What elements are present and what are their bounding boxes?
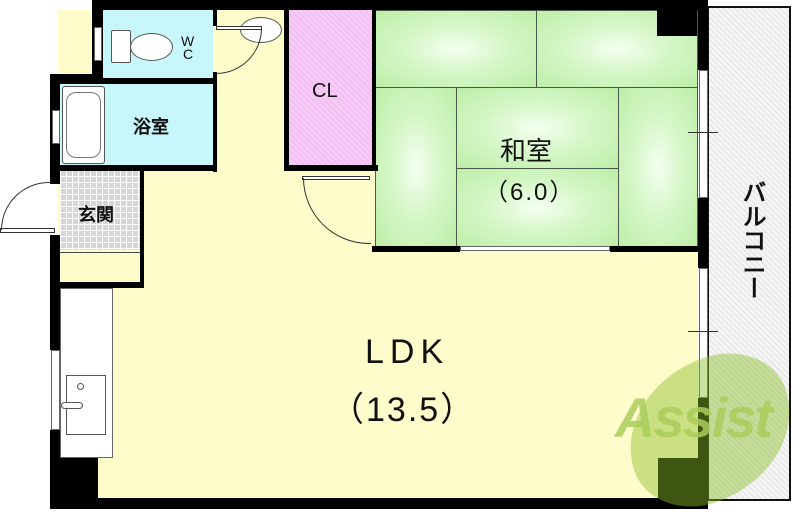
wall (658, 458, 698, 500)
balcony-label: バルコニー (738, 180, 766, 300)
tatami-mat (375, 87, 457, 248)
wall (58, 282, 144, 288)
wall (698, 398, 708, 509)
tatami-mat (618, 87, 698, 248)
watermark-text: Assist (615, 386, 773, 449)
kitchen-window[interactable] (51, 350, 60, 430)
wall (372, 246, 460, 252)
wall (213, 10, 217, 26)
wall (657, 10, 697, 36)
window-tick (688, 331, 718, 332)
wall (213, 72, 217, 172)
toilet-bowl (130, 33, 173, 61)
wall (698, 198, 708, 268)
tatami-mat (375, 10, 537, 88)
entrance-label: 玄関 (78, 205, 114, 226)
faucet-handle (61, 402, 83, 409)
wall (140, 170, 144, 285)
wall (50, 74, 100, 84)
wall (50, 235, 60, 300)
wall (50, 300, 60, 350)
balcony-window[interactable] (699, 268, 708, 398)
ldk-label: LDK (365, 333, 450, 371)
wall (100, 78, 216, 84)
wall (50, 458, 98, 500)
closet-label: CL (312, 80, 338, 102)
entrance-door-swing (1, 182, 53, 230)
wall (92, 0, 707, 10)
wall (58, 165, 216, 171)
balcony (707, 6, 791, 501)
shoe-cabinet (60, 252, 140, 282)
wall (50, 498, 708, 509)
wall (284, 10, 289, 170)
wc-label-c: C (183, 46, 194, 62)
window-tick (688, 132, 718, 133)
wall (372, 10, 376, 170)
wall (610, 246, 700, 252)
closet (288, 10, 373, 167)
wc-window[interactable] (94, 27, 102, 61)
bathtub-inner (66, 92, 101, 158)
washitsu-size: （6.0） (484, 179, 576, 206)
faucet-icon (77, 383, 84, 390)
balcony-window[interactable] (699, 70, 708, 198)
toilet-fixture (111, 30, 131, 63)
wall (284, 165, 378, 171)
washitsu-sliding-door[interactable] (460, 246, 610, 251)
wc-label-w: W (181, 33, 195, 49)
tatami-mat (456, 87, 619, 169)
bath-window[interactable] (52, 110, 60, 144)
bath-label: 浴室 (133, 117, 169, 138)
wall (698, 0, 708, 70)
entrance (60, 170, 140, 250)
wall (50, 430, 60, 460)
ldk-size: （13.5） (330, 391, 477, 429)
washitsu-label: 和室 (500, 137, 553, 167)
